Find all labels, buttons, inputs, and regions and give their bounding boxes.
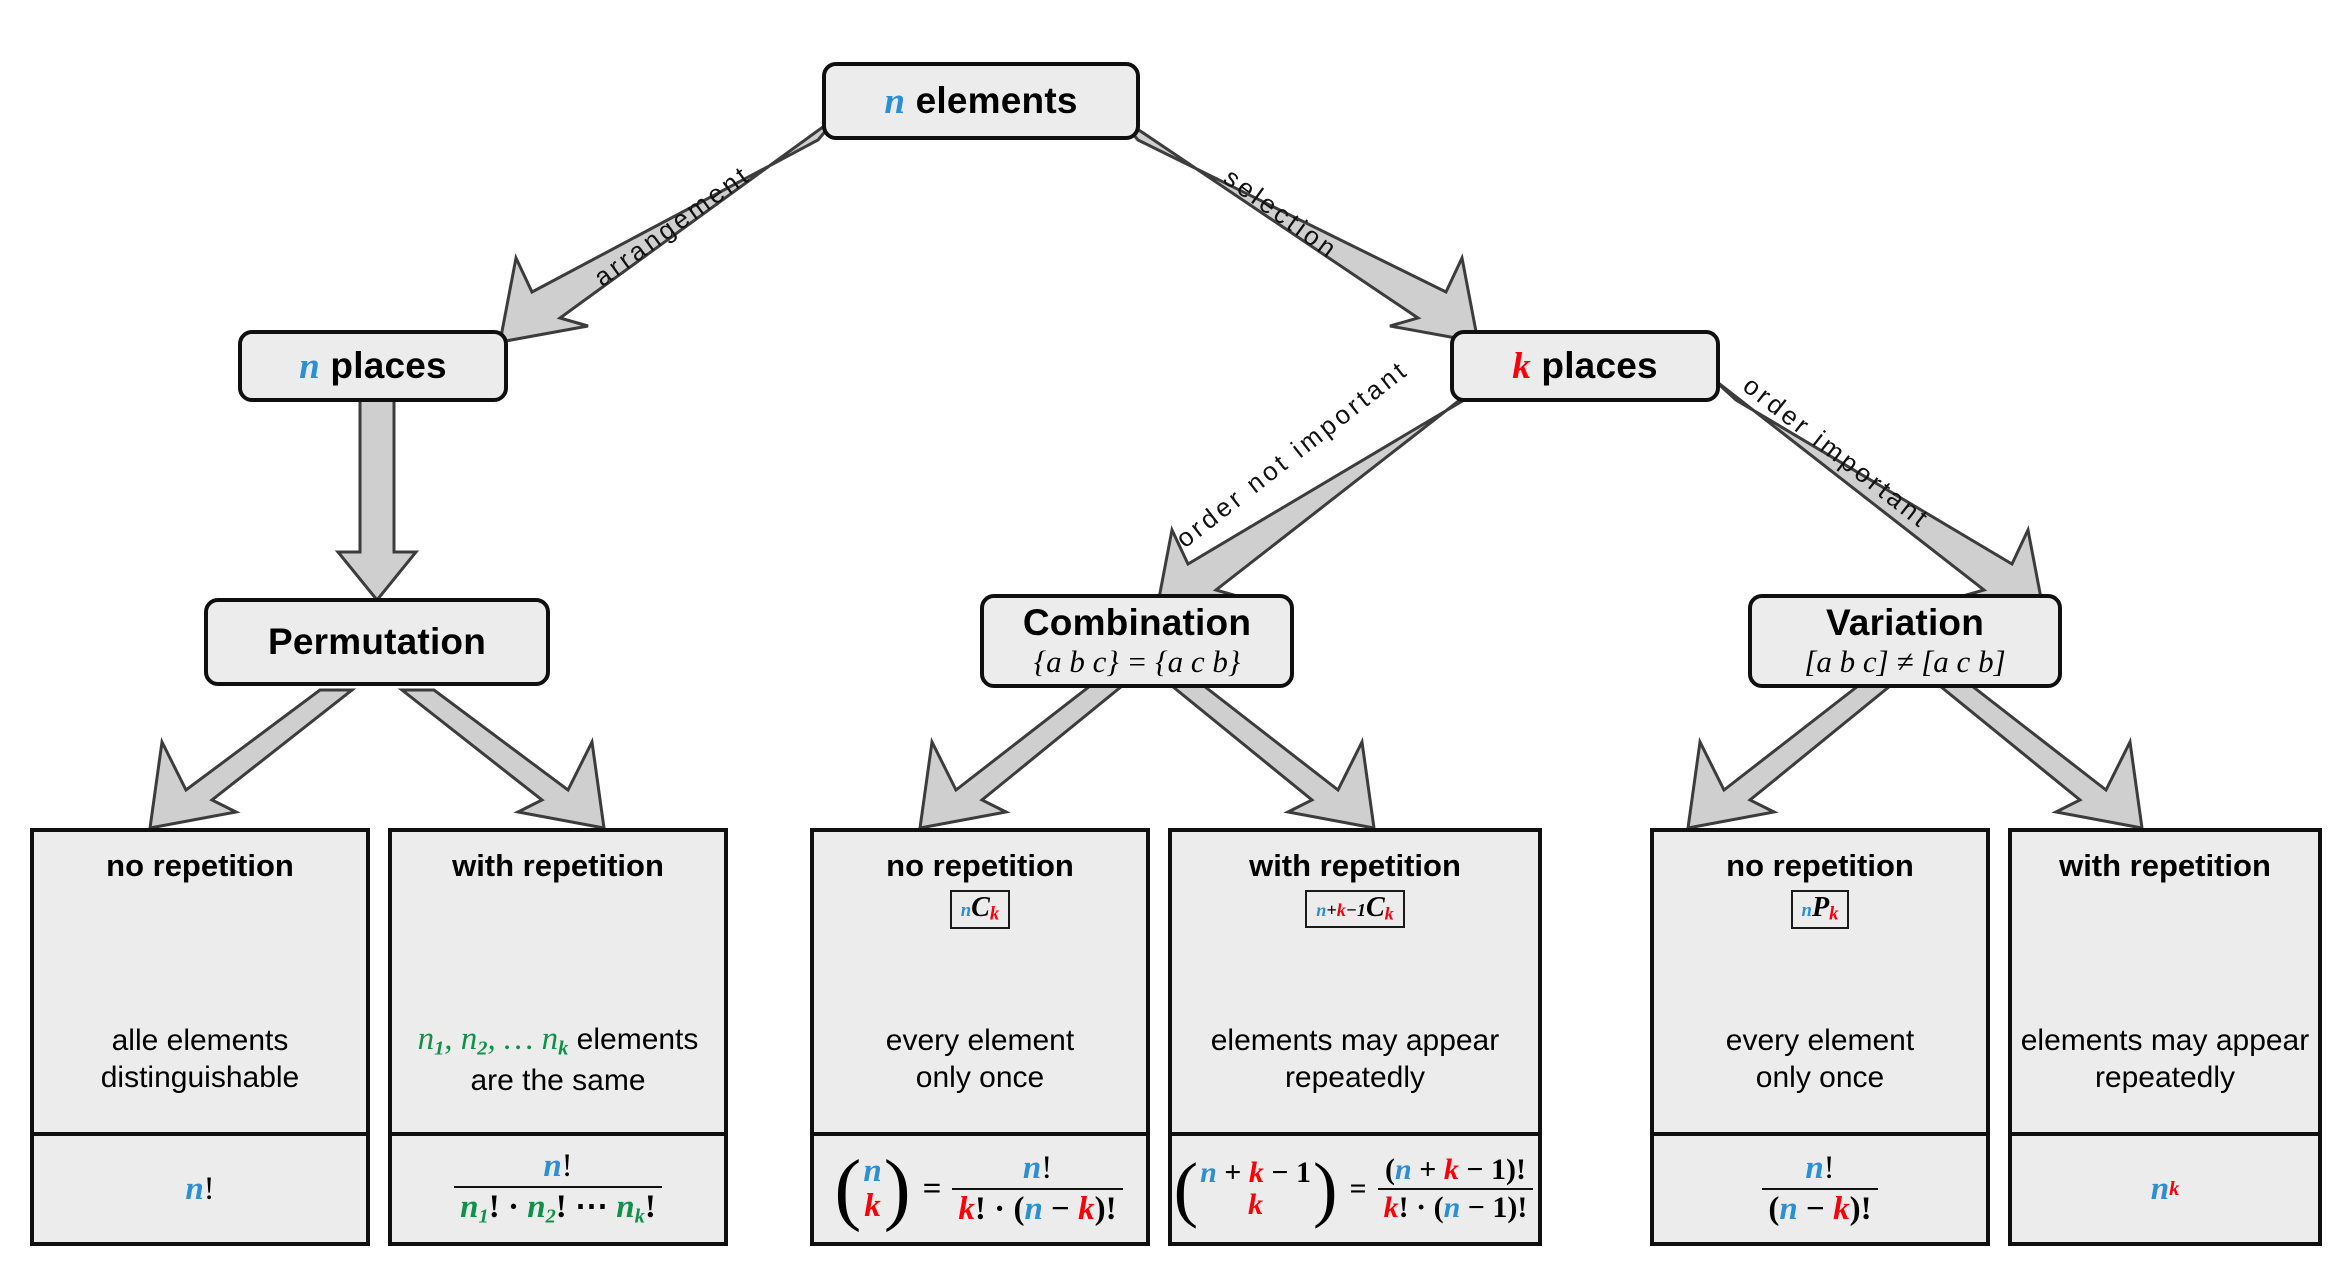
leaf-title: no repetition: [106, 848, 294, 883]
leaf-header: with repetition: [392, 832, 724, 1000]
leaf-header: no repetition nPk: [1654, 832, 1986, 1000]
binomial-coefficient: ( n + k − 1 k ): [1173, 1148, 1338, 1230]
leaf-header: with repetition n+k−1Ck: [1172, 832, 1538, 1000]
leaf-title: with repetition: [1249, 848, 1461, 883]
leaf-header: no repetition: [34, 832, 366, 1000]
node-combination-example: {a b c} = {a c b}: [1033, 644, 1241, 680]
node-n-elements-label: n elements: [884, 79, 1078, 122]
leaf-notation: nPk: [1790, 890, 1850, 930]
node-variation[interactable]: Variation [a b c] ≠ [a c b]: [1748, 594, 2062, 688]
leaf-title: with repetition: [2059, 848, 2271, 883]
edge-label-order-important: order important: [1737, 370, 1937, 535]
edge-label-arrangement: arrangement: [588, 158, 757, 293]
variable-n: n: [299, 345, 320, 387]
leaf-title: no repetition: [886, 848, 1074, 883]
arrow-n-places-to-permutation: [334, 390, 420, 603]
leaf-formula: n! (n − k)!: [1654, 1132, 1986, 1242]
arrow-variation-to-var-no-rep: [1686, 684, 1895, 830]
arrow-variation-to-var-with-rep: [1935, 684, 2144, 830]
leaf-formula: n! n1! · n2! ⋯ nk!: [392, 1132, 724, 1242]
leaf-formula: n!: [34, 1132, 366, 1242]
arrow-combination-to-comb-no-rep: [918, 684, 1127, 830]
leaf-formula: ( n + k − 1 k ) = (n + k − 1)! k! · (n −…: [1172, 1132, 1538, 1242]
node-combination-title: Combination: [1022, 601, 1252, 643]
leaf-notation: nCk: [949, 890, 1011, 930]
node-n-places[interactable]: n places: [238, 330, 508, 402]
node-k-places[interactable]: k places: [1450, 330, 1720, 402]
node-variation-example: [a b c] ≠ [a c b]: [1804, 644, 2006, 680]
node-n-places-label: n places: [299, 344, 447, 387]
node-permutation[interactable]: Permutation: [204, 598, 550, 686]
leaf-notation: n+k−1Ck: [1305, 890, 1405, 928]
node-k-places-label: k places: [1512, 344, 1658, 387]
edge-label-order-not-important: order not important: [1170, 353, 1414, 554]
arrow-combination-to-comb-with-rep: [1167, 684, 1376, 830]
arrow-permutation-to-perm-no-rep: [148, 688, 357, 830]
arrow-permutation-to-perm-with-rep: [397, 688, 606, 830]
leaf-header: with repetition: [2012, 832, 2318, 1000]
variable-k: k: [1512, 345, 1531, 387]
leaf-title: with repetition: [452, 848, 664, 883]
node-permutation-title: Permutation: [267, 621, 487, 663]
node-n-elements[interactable]: n elements: [822, 62, 1140, 140]
node-combination[interactable]: Combination {a b c} = {a c b}: [980, 594, 1294, 688]
leaf-header: no repetition nCk: [814, 832, 1146, 1000]
edge-label-selection: selection: [1218, 162, 1345, 266]
node-variation-title: Variation: [1825, 601, 1985, 643]
leaf-title: no repetition: [1726, 848, 1914, 883]
variable-n: n: [884, 80, 906, 122]
leaf-comb-with-rep[interactable]: with repetition n+k−1Ck elements may app…: [1168, 828, 1542, 1246]
